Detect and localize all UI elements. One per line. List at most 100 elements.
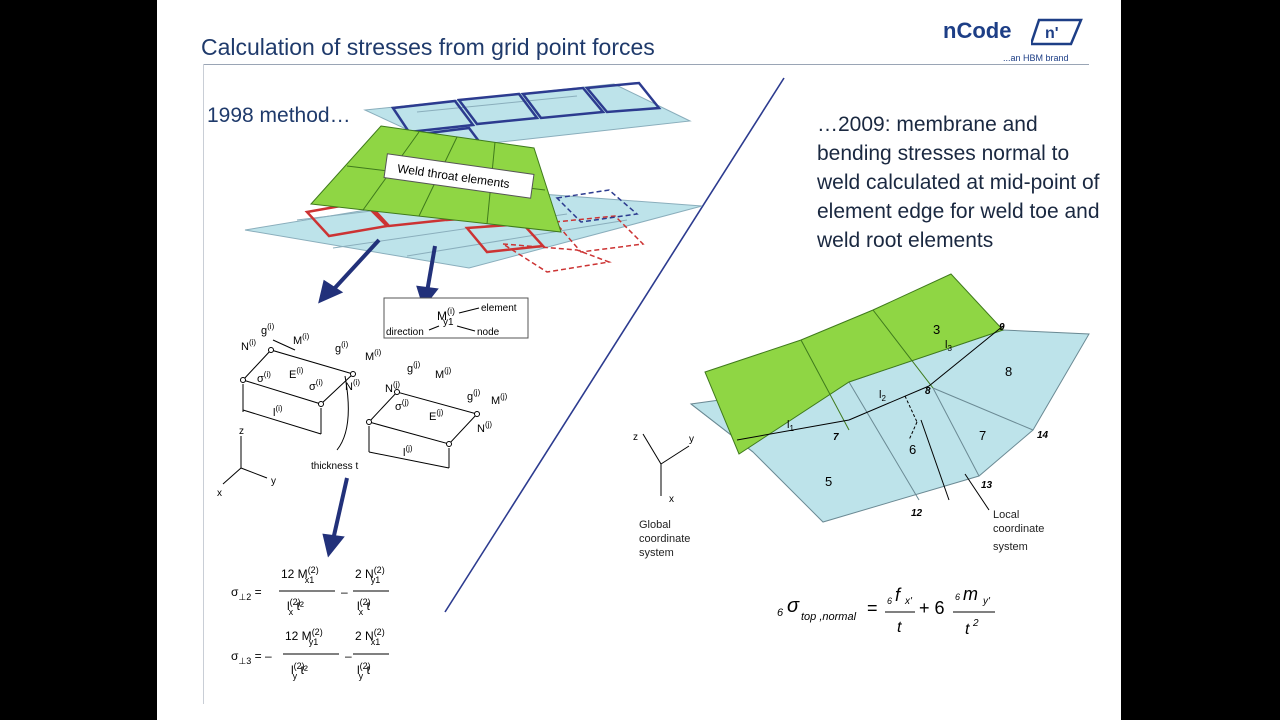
svg-text:M(j): M(j) — [435, 366, 452, 381]
mesh-1998-diagram: Weld throat elements — [244, 81, 703, 309]
legend-element: element — [481, 303, 517, 314]
svg-text:N(i): N(i) — [345, 378, 360, 393]
axis-z-2009: z — [633, 432, 638, 443]
svg-text:7: 7 — [833, 432, 839, 443]
svg-text:3: 3 — [933, 322, 940, 337]
svg-text:l(j): l(j) — [403, 444, 413, 459]
local-coordinate-label: Local coordinate system — [993, 509, 1044, 553]
svg-text:top ,normal: top ,normal — [801, 611, 857, 623]
svg-text:–: – — [341, 585, 348, 599]
svg-text:g(j): g(j) — [467, 388, 481, 403]
svg-text:2 N(2)y1: 2 N(2)y1 — [355, 565, 385, 585]
svg-text:l1: l1 — [787, 419, 794, 433]
svg-text:g(j): g(j) — [407, 360, 421, 375]
element-labels: N(i) g(i) M(i) g(i) M(i) E(i) σ(i) σ(i) … — [241, 322, 508, 459]
svg-text:x': x' — [904, 596, 913, 607]
svg-text:7: 7 — [979, 428, 986, 443]
notation-legend: M(i)y1 element direction node — [383, 297, 529, 339]
ncode-logo: nCode n' ...an HBM brand — [943, 18, 1083, 63]
svg-text:2: 2 — [972, 618, 979, 629]
svg-text:N(j): N(j) — [477, 420, 492, 435]
length-labels-2009: l1 l2 l3 — [787, 339, 952, 433]
axis-x-2009: x — [669, 494, 674, 505]
svg-text:6: 6 — [777, 607, 784, 619]
svg-text:M(i)y1: M(i)y1 — [437, 306, 455, 328]
weld-plate-2009 — [704, 273, 1004, 455]
svg-text:σ(i): σ(i) — [309, 378, 323, 393]
element-free-body-diagram — [240, 339, 480, 469]
svg-text:6: 6 — [955, 592, 960, 602]
svg-text:8: 8 — [925, 386, 931, 397]
svg-text:σ(j): σ(j) — [395, 398, 409, 413]
slide-title: Calculation of stresses from grid point … — [201, 34, 655, 60]
left-margin-line — [203, 64, 204, 704]
svg-text:–: – — [345, 649, 352, 663]
axis-z-1998: z — [239, 426, 244, 437]
svg-text:13: 13 — [981, 480, 993, 491]
svg-text:E(j): E(j) — [429, 408, 444, 423]
svg-text:σ⊥3 = –: σ⊥3 = – — [231, 649, 272, 666]
logo-mark-icon: n' — [1031, 18, 1083, 46]
axes-2009 — [642, 433, 690, 496]
svg-text:Local: Local — [993, 509, 1019, 521]
svg-text:coordinate: coordinate — [993, 523, 1044, 535]
stress-formulas-1998: σ⊥2 = 12 M(2)x1 l(2)x t² – 2 N(2)y1 l(2)… — [231, 565, 389, 681]
method-2009-description: …2009: membrane and bending stresses nor… — [817, 113, 1100, 252]
axes-1998 — [222, 436, 268, 485]
formula-arrow — [322, 477, 349, 558]
svg-text:M(i): M(i) — [365, 348, 382, 363]
svg-text:12 M(2)y1: 12 M(2)y1 — [285, 627, 323, 647]
svg-text:σ: σ — [787, 595, 800, 617]
global-coordinate-label: Global coordinate system — [639, 519, 690, 559]
svg-text:system: system — [639, 547, 674, 559]
svg-text:l2: l2 — [879, 389, 886, 403]
svg-text:l3: l3 — [945, 339, 952, 353]
node-numbers-2009: 9 8 7 14 13 12 — [833, 322, 1049, 519]
element-numbers-2009: 3 8 7 6 5 — [825, 322, 1012, 489]
mesh-arrows — [318, 238, 439, 309]
svg-text:σ(i): σ(i) — [257, 370, 271, 385]
title-divider — [203, 64, 1089, 65]
svg-text:l(2)x t²: l(2)x t² — [287, 597, 304, 617]
svg-text:g(i): g(i) — [335, 340, 349, 355]
svg-text:y': y' — [982, 596, 991, 607]
method-1998-heading: 1998 method… — [207, 104, 351, 127]
legend-direction: direction — [386, 327, 424, 338]
weld-mesh-2009 — [689, 273, 1090, 523]
svg-text:6: 6 — [887, 596, 892, 606]
svg-text:6: 6 — [909, 442, 916, 457]
svg-text:14: 14 — [1037, 430, 1049, 441]
thickness-label: thickness t — [311, 461, 358, 472]
svg-text:l(i): l(i) — [273, 404, 283, 419]
svg-text:12: 12 — [911, 508, 923, 519]
svg-text:system: system — [993, 541, 1028, 553]
svg-text:2 N(2)x1: 2 N(2)x1 — [355, 627, 385, 647]
svg-text:coordinate: coordinate — [639, 533, 690, 545]
logo-mark-text: n' — [1045, 25, 1059, 42]
svg-text:l(2)y t: l(2)y t — [357, 661, 371, 681]
axis-x-1998: x — [217, 488, 222, 499]
svg-text:m: m — [963, 584, 978, 604]
svg-text:g(i): g(i) — [261, 322, 275, 337]
svg-text:+ 6: + 6 — [919, 598, 945, 618]
svg-text:t: t — [965, 621, 970, 638]
svg-text:M(i): M(i) — [293, 332, 310, 347]
svg-text:12 M(2)x1: 12 M(2)x1 — [281, 565, 319, 585]
svg-text:9: 9 — [999, 322, 1005, 333]
panel-separator-line — [444, 77, 785, 613]
logo-tagline: ...an HBM brand — [1003, 53, 1069, 63]
slide: Calculation of stresses from grid point … — [157, 0, 1121, 720]
svg-text:E(i): E(i) — [289, 366, 304, 381]
svg-text:5: 5 — [825, 474, 832, 489]
svg-text:l(2)x t: l(2)x t — [357, 597, 371, 617]
stress-formula-2009: 6 σ top ,normal = 6 f x' t + 6 6 m y' t … — [777, 584, 995, 638]
svg-text:8: 8 — [1005, 364, 1012, 379]
svg-text:σ⊥2 =: σ⊥2 = — [231, 585, 262, 602]
svg-text:=: = — [867, 598, 878, 618]
svg-text:l(2)y t²: l(2)y t² — [291, 661, 308, 681]
axis-y-2009: y — [689, 434, 694, 445]
svg-text:N(i): N(i) — [241, 338, 256, 353]
svg-text:t: t — [897, 619, 902, 636]
legend-node: node — [477, 327, 500, 338]
axis-y-1998: y — [271, 476, 276, 487]
